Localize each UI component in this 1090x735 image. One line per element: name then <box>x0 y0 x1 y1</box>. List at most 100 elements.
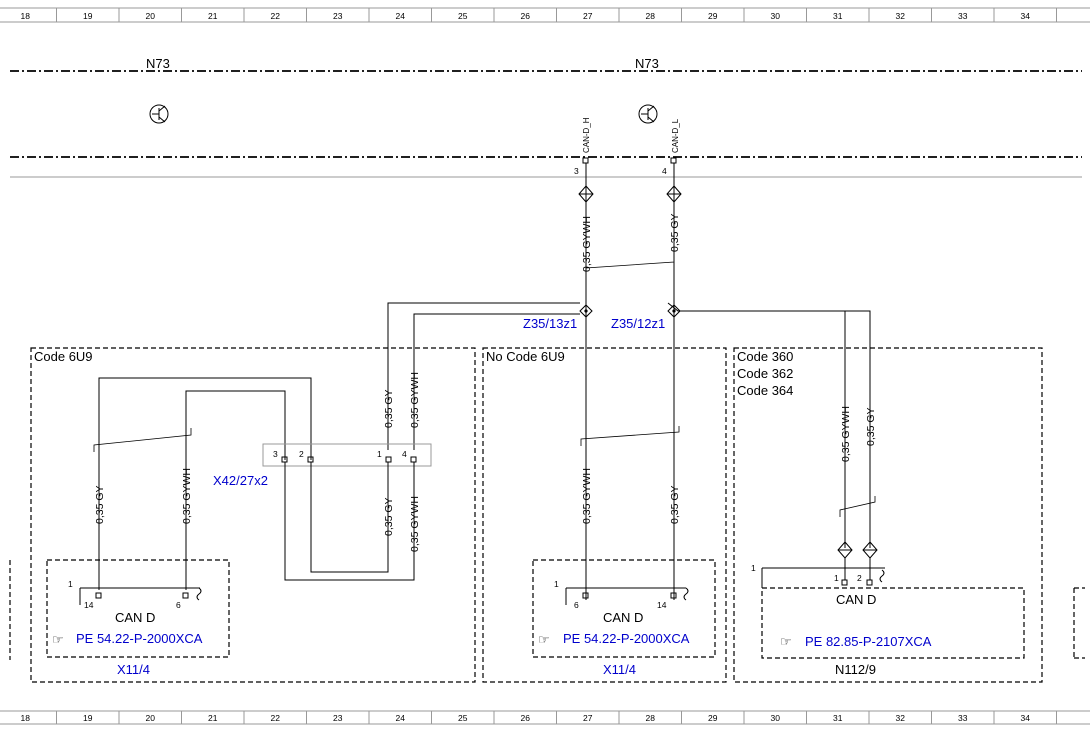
wire-label-gy: 0,35 GY <box>669 213 681 252</box>
pin-label: 6 <box>176 600 181 610</box>
ground-symbol-icon <box>149 104 169 124</box>
pin-label: 1 <box>68 579 73 589</box>
wire-label-gy: 0,35 GY <box>669 485 681 524</box>
ruler-label: 31 <box>833 713 843 723</box>
ruler-label: 20 <box>146 713 156 723</box>
pointing-hand-icon: ☞ <box>780 634 792 649</box>
zone-label: Code 362 <box>737 366 793 381</box>
splice-label-z35-12z1: Z35/12z1 <box>611 316 665 331</box>
x42-connector <box>262 443 432 467</box>
pin-label: 3 <box>273 449 278 459</box>
component-label-x11-mid: X11/4 <box>603 662 636 677</box>
ruler-label: 23 <box>333 713 343 723</box>
splice-diamond-icon <box>579 304 593 318</box>
ruler-label: 19 <box>83 11 93 21</box>
pointing-hand-icon: ☞ <box>52 632 64 647</box>
wire-label-gy: 0,35 GY <box>865 407 877 446</box>
ruler-label: 25 <box>458 11 468 21</box>
ruler-label: 28 <box>646 11 656 21</box>
ruler-label: 26 <box>521 11 531 21</box>
ref-link-mid[interactable]: PE 54.22-P-2000XCA <box>563 631 690 646</box>
ruler-label: 29 <box>708 11 718 21</box>
x11-connector-box <box>532 559 716 658</box>
ruler-label: 19 <box>83 713 93 723</box>
connector-can-d: CAN D <box>603 610 643 625</box>
pin-label: 3 <box>574 166 579 176</box>
can-h-label: CAN-D_H <box>582 117 591 153</box>
ruler-label: 22 <box>271 713 281 723</box>
wire-connector-icon <box>670 157 677 164</box>
zone-code-6u9 <box>30 347 476 683</box>
n73-label-left: N73 <box>146 56 170 71</box>
ruler-label: 29 <box>708 713 718 723</box>
ruler-label: 32 <box>896 713 906 723</box>
ref-link-right[interactable]: PE 82.85-P-2107XCA <box>805 634 932 649</box>
can-l-label: CAN-D_L <box>671 118 680 153</box>
pin-label: 4 <box>402 449 407 459</box>
ruler-label: 26 <box>521 713 531 723</box>
ruler-top: 18 19 20 21 22 23 24 25 26 27 28 29 30 31 32 33 34 <box>0 7 1090 23</box>
ruler-label: 27 <box>583 11 593 21</box>
zone-label: Code 364 <box>737 383 793 398</box>
ruler-label: 21 <box>208 713 218 723</box>
ruler-label: 23 <box>333 11 343 21</box>
zone-code-360 <box>733 347 1043 683</box>
wire-label-gywh: 0,35 GYWH <box>181 468 193 524</box>
ruler-label: 33 <box>958 11 968 21</box>
ref-link-left[interactable]: PE 54.22-P-2000XCA <box>76 631 203 646</box>
connector-can-d: CAN D <box>115 610 155 625</box>
zone-label: Code 360 <box>737 349 793 364</box>
wire-label-gywh: 0,35 GYWH <box>409 372 421 428</box>
ruler-label: 20 <box>146 11 156 21</box>
ruler-label: 18 <box>21 713 31 723</box>
wire-connector-icon <box>582 157 589 164</box>
wire-label-gy: 0,35 GY <box>383 389 395 428</box>
pin-label: 14 <box>84 600 94 610</box>
ruler-label: 21 <box>208 11 218 21</box>
ruler-label: 22 <box>271 11 281 21</box>
zone-label: No Code 6U9 <box>486 349 565 364</box>
ruler-label: 34 <box>1021 11 1031 21</box>
wire-label-gy: 0,35 GY <box>94 485 106 524</box>
pin-label: 2 <box>299 449 304 459</box>
ruler-label: 24 <box>396 713 406 723</box>
pin-label: 4 <box>662 166 667 176</box>
pin-label: 1 <box>834 573 839 583</box>
n112-module-box <box>761 587 1025 659</box>
pin-label: 2 <box>857 573 862 583</box>
ruler-label: 33 <box>958 713 968 723</box>
ruler-label: 30 <box>771 713 781 723</box>
wire-connector-icon <box>578 185 594 203</box>
component-label-n112: N112/9 <box>835 662 876 677</box>
wire-label-gy: 0,35 GY <box>383 497 395 536</box>
connector-can-d: CAN D <box>836 592 876 607</box>
ruler-label: 18 <box>21 11 31 21</box>
component-label-x11-left: X11/4 <box>117 662 150 677</box>
splice-diamond-icon <box>667 304 681 318</box>
pin-label: 1 <box>751 563 756 573</box>
x11-connector-box <box>46 559 230 658</box>
pointing-hand-icon: ☞ <box>538 632 550 647</box>
ruler-bottom: 18 19 20 21 22 23 24 25 26 27 28 29 30 31 32 33 34 <box>0 710 1090 725</box>
n73-label-right: N73 <box>635 56 659 71</box>
ground-symbol-icon <box>638 104 658 124</box>
pin-label: 1 <box>377 449 382 459</box>
wire-connector-icon <box>666 185 682 203</box>
ruler-label: 31 <box>833 11 843 21</box>
ruler-label: 24 <box>396 11 406 21</box>
wire-label-gywh: 0,35 GYWH <box>581 216 593 272</box>
wire-label-gywh: 0,35 GYWH <box>840 406 852 462</box>
ruler-label: 32 <box>896 11 906 21</box>
connector-label-x42: X42/27x2 <box>213 473 268 488</box>
wire-label-gywh: 0,35 GYWH <box>409 496 421 552</box>
ruler-label: 30 <box>771 11 781 21</box>
pin-label: 14 <box>657 600 667 610</box>
ruler-label: 25 <box>458 713 468 723</box>
pin-label: 1 <box>554 579 559 589</box>
pin-label: 6 <box>574 600 579 610</box>
ruler-label: 28 <box>646 713 656 723</box>
ruler-label: 27 <box>583 713 593 723</box>
zone-no-code-6u9 <box>482 347 727 683</box>
ruler-label: 34 <box>1021 713 1031 723</box>
